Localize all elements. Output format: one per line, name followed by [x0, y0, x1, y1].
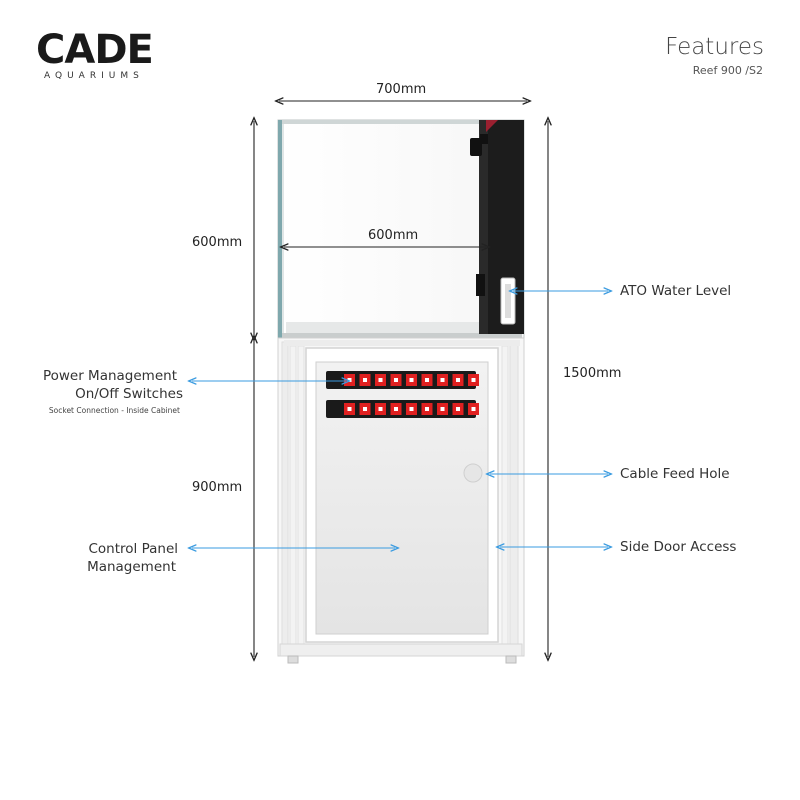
brand-subtitle: AQUARIUMS — [44, 71, 144, 81]
power-label-line2: On/Off Switches — [75, 386, 183, 402]
socket-indicator — [440, 378, 445, 382]
socket-indicator — [456, 378, 460, 382]
socket-indicator — [347, 378, 352, 382]
tank-height-label: 600mm — [192, 235, 243, 250]
cabinet — [277, 337, 525, 664]
socket-indicator — [409, 407, 414, 411]
socket-indicator — [363, 407, 367, 411]
width-label: 700mm — [376, 82, 427, 97]
socket-indicator — [378, 378, 383, 382]
socket-indicator — [363, 378, 367, 382]
tank — [277, 119, 525, 339]
socket-indicator — [471, 407, 476, 411]
cable-label: Cable Feed Hole — [620, 466, 730, 482]
power-strip-2 — [326, 400, 479, 418]
brand-logo: CADE — [36, 27, 154, 73]
total-height-label: 1500mm — [563, 366, 622, 381]
power-note: Socket Connection - Inside Cabinet — [48, 406, 180, 415]
ato-label: ATO Water Level — [620, 283, 732, 299]
power-label-line1: Power Management — [42, 368, 177, 384]
control-label-line1: Control Panel — [88, 541, 178, 557]
power-strip-1 — [326, 371, 479, 389]
socket-indicator — [378, 407, 383, 411]
socket-indicator — [409, 378, 414, 382]
inner-width-label: 600mm — [368, 228, 419, 243]
socket-indicator — [394, 407, 398, 411]
control-label-line2: Management — [87, 559, 176, 575]
socket-indicator — [471, 378, 476, 382]
socket-indicator — [425, 378, 429, 382]
socket-indicator — [394, 378, 398, 382]
socket-indicator — [440, 407, 445, 411]
page-title: Features — [665, 34, 764, 60]
socket-indicator — [425, 407, 429, 411]
side-door-label: Side Door Access — [620, 539, 737, 555]
cabinet-height-label: 900mm — [192, 480, 243, 495]
model-name: Reef 900 /S2 — [692, 64, 763, 77]
socket-indicator — [456, 407, 460, 411]
socket-indicator — [347, 407, 352, 411]
cable-feed-hole — [463, 463, 483, 483]
